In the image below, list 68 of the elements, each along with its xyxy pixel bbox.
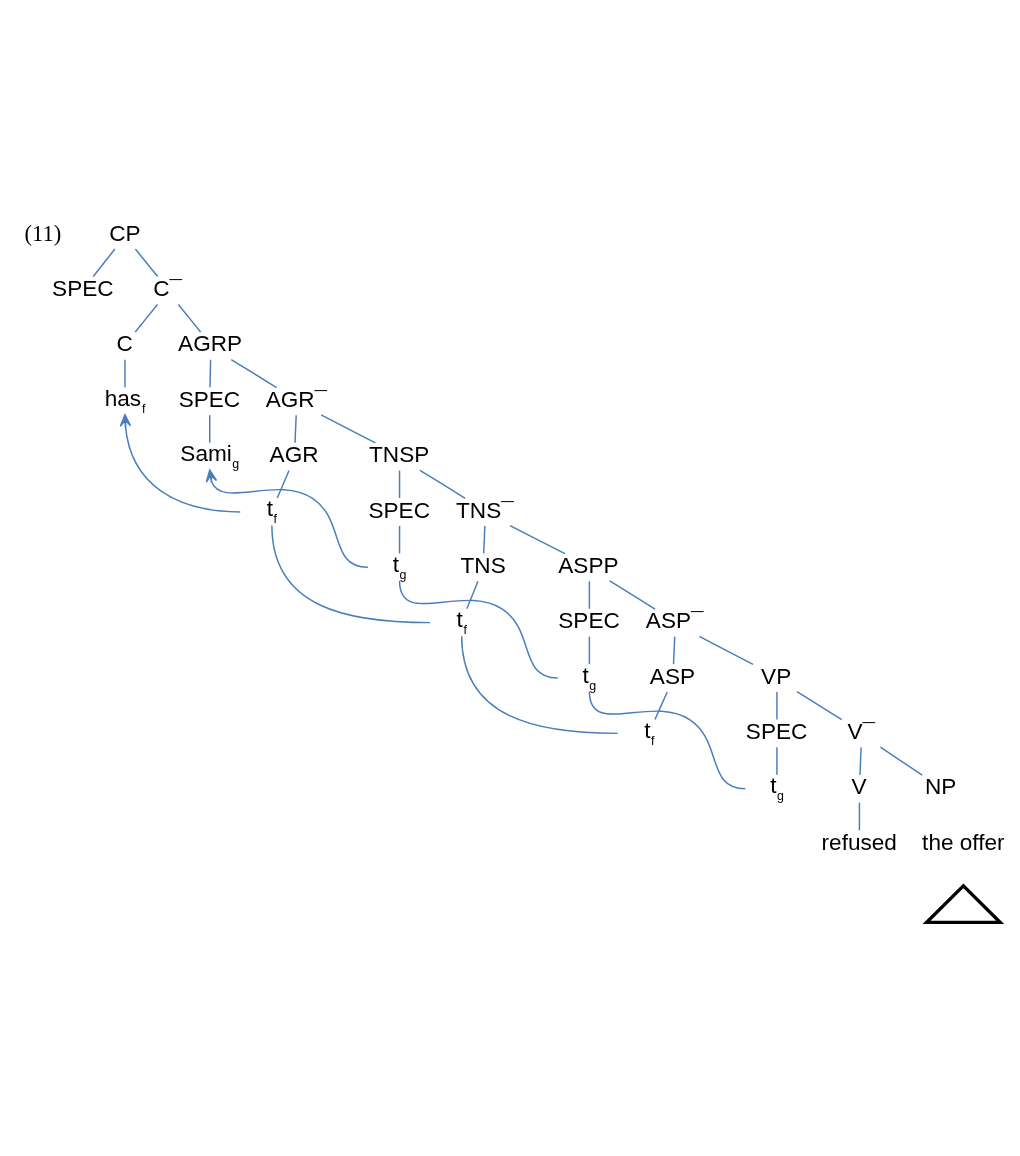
node-text: NP (924, 774, 957, 800)
connector (609, 580, 656, 610)
connector (588, 580, 591, 610)
node-text: has$_{f}$ (104, 385, 146, 416)
node-text: ASP (649, 663, 696, 689)
connector (177, 303, 202, 333)
connector (134, 248, 159, 278)
node-text: AGR¯ (265, 386, 328, 412)
connector (398, 525, 401, 555)
connector (271, 524, 431, 624)
node-text: AGRP (178, 331, 243, 357)
node-text: C¯ (153, 276, 183, 302)
node-text: ASP¯ (645, 608, 704, 634)
connector (672, 635, 676, 665)
node-text: SPEC (745, 719, 808, 745)
connector (466, 580, 479, 610)
connector (230, 358, 278, 389)
connector (124, 359, 126, 389)
node-text: V¯ (847, 719, 876, 745)
node-text: t$_{f}$ (266, 496, 278, 527)
connector (654, 691, 668, 721)
connector (776, 746, 778, 776)
connector (588, 635, 591, 665)
node-text: VP (761, 663, 792, 689)
node-text: Sami$_{g}$ (180, 441, 240, 472)
arrow (119, 414, 241, 513)
node-text: SPEC (178, 386, 241, 412)
connector (698, 635, 754, 666)
connector (419, 469, 466, 499)
node-text: t$_{g}$ (582, 662, 597, 693)
node-text: TNSP (369, 442, 430, 468)
connector (209, 414, 211, 444)
connector (588, 690, 747, 790)
connector (879, 746, 923, 776)
node-text: TNS¯ (456, 497, 514, 523)
node-text: SPEC (52, 276, 114, 302)
node-triangle (922, 883, 1005, 925)
node-text: V (851, 774, 867, 800)
connector (398, 469, 401, 499)
node-label: the offer (922, 829, 1005, 855)
connector (460, 635, 619, 735)
node-text: t$_{f}$ (456, 607, 467, 638)
node-text: TNS (460, 552, 506, 578)
connector (134, 303, 159, 333)
connector (776, 691, 778, 721)
connector (209, 359, 212, 389)
node-text: CP (109, 220, 141, 246)
connector (858, 801, 861, 831)
connector (398, 580, 559, 679)
node-text: t$_{g}$ (770, 773, 784, 804)
node-text: t$_{f}$ (644, 717, 655, 748)
label: (11) (24, 220, 62, 246)
connector (92, 248, 116, 278)
connector (509, 524, 566, 555)
node-text: refused (821, 829, 897, 855)
connector (294, 414, 297, 444)
connector (276, 469, 290, 499)
connector (482, 525, 486, 555)
node-text: C (116, 331, 133, 357)
node-text: SPEC (368, 497, 430, 523)
node-text: SPEC (558, 608, 620, 634)
node-text: ASPP (558, 552, 619, 578)
node-text: AGR (269, 442, 319, 468)
node-text: t$_{g}$ (392, 551, 407, 582)
connector (796, 690, 843, 721)
connector (859, 746, 862, 776)
arrow (205, 469, 369, 568)
connector (320, 414, 377, 444)
